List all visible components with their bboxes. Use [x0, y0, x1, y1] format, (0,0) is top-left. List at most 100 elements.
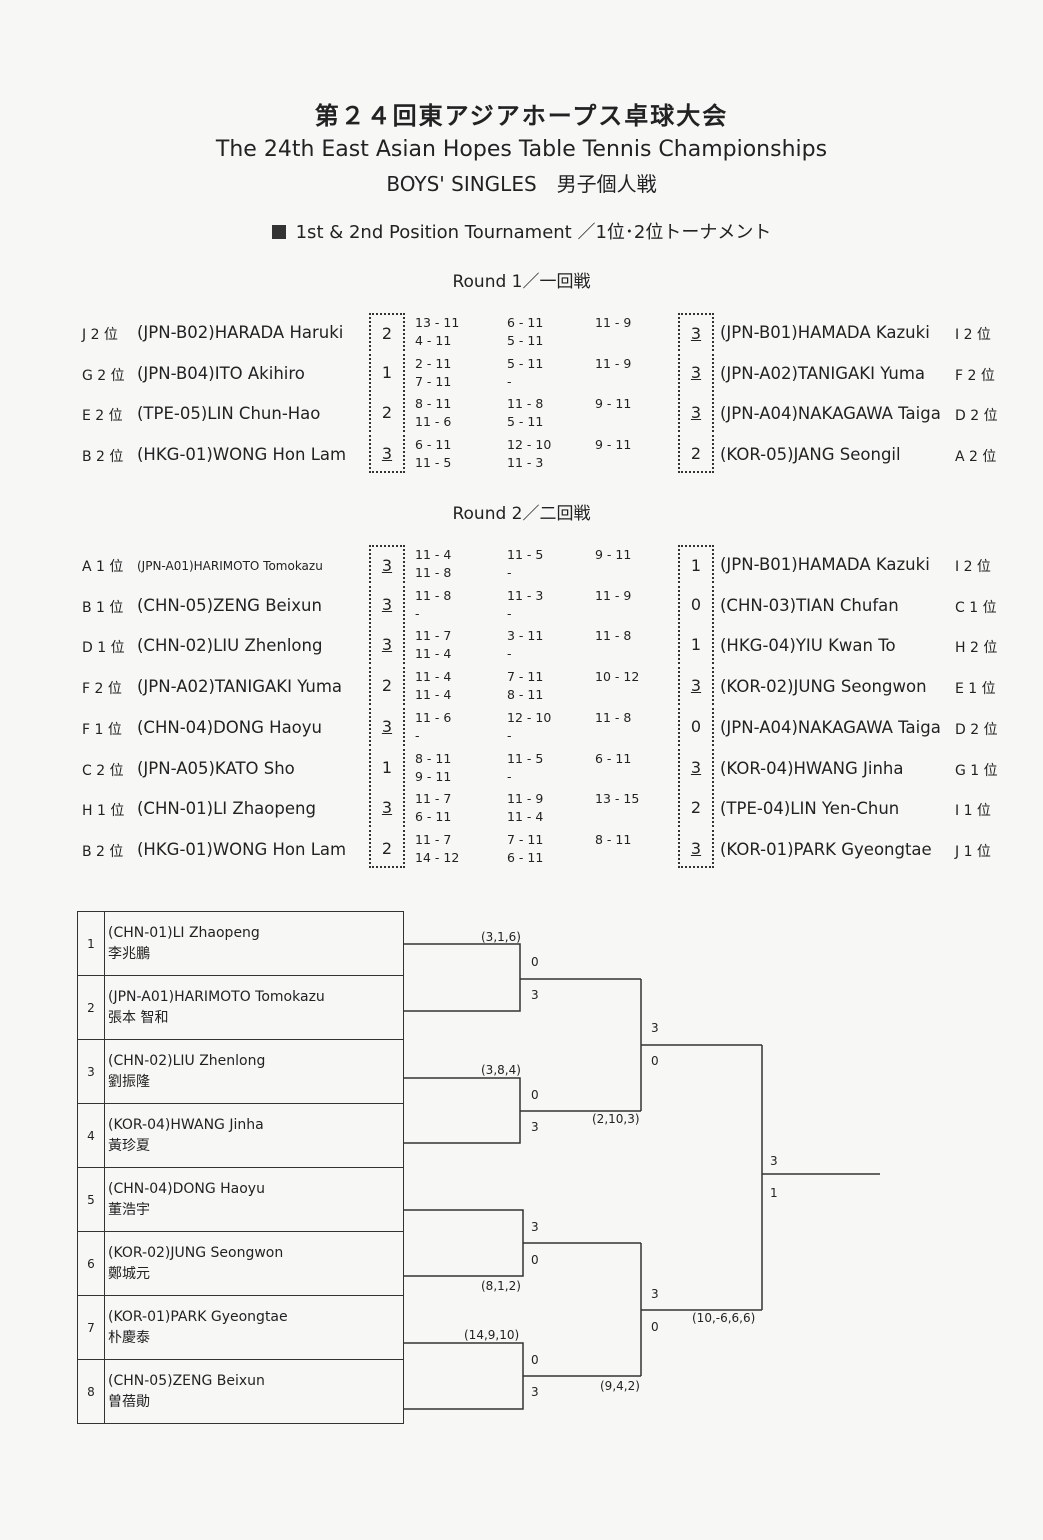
left-games-won: 2: [369, 667, 405, 706]
right-seed: E 1 位: [955, 681, 996, 698]
sf1-game-scores: (2,10,3): [592, 1112, 640, 1126]
bracket-player-kanji: 朴慶泰: [108, 1329, 150, 1346]
game-score: 11 - 6: [415, 414, 452, 430]
left-games-won: 2: [369, 394, 405, 433]
bracket-player-name: (KOR-02)JUNG Seongwon: [108, 1244, 284, 1261]
game-score: 11 - 4: [415, 687, 452, 703]
left-player-name: (CHN-05)ZENG Beixun: [137, 595, 322, 615]
left-games-value: 1: [381, 362, 393, 382]
qf4-score-bottom: 3: [531, 1385, 539, 1399]
right-games-won: 3: [678, 394, 714, 433]
bracket-player-cell: (CHN-04)DONG Haoyu 董浩宇: [104, 1167, 404, 1232]
right-games-value: 3: [690, 757, 702, 777]
game-score: 14 - 12: [415, 849, 460, 865]
left-games-value: 3: [381, 635, 393, 655]
game-score: 13 - 15: [595, 791, 640, 807]
bracket-player-kanji: 董浩宇: [108, 1201, 150, 1218]
game-score: 6 - 11: [595, 750, 632, 766]
game-score: 11 - 8: [595, 709, 632, 725]
bracket-player-name: (KOR-04)HWANG Jinha: [108, 1116, 264, 1133]
game-score: 9 - 11: [595, 396, 632, 412]
game-score: 9 - 11: [595, 547, 632, 562]
game-score: 11 - 7: [415, 628, 452, 644]
game-score: 8 - 11: [507, 687, 544, 703]
qf4-game-scores: (14,9,10): [464, 1328, 520, 1342]
game-score: 11 - 7: [415, 791, 452, 807]
game-score: -: [415, 605, 420, 621]
bracket-player-name: (CHN-02)LIU Zhenlong: [108, 1052, 266, 1069]
right-player-name: (KOR-01)PARK Gyeongtae: [720, 839, 932, 859]
right-games-won: 2: [678, 789, 714, 828]
game-score: 6 - 11: [415, 809, 452, 825]
left-player-name: (JPN-A01)HARIMOTO Tomokazu: [137, 559, 323, 573]
right-games-won: 3: [678, 748, 714, 787]
bracket-line-qf3-bot: [403, 1243, 524, 1277]
left-games-won: 2: [369, 829, 405, 868]
sf2-game-scores: (9,4,2): [600, 1379, 640, 1393]
game-score: 11 - 9: [595, 315, 632, 330]
bracket-line-qf2-top: [403, 1077, 521, 1111]
right-player-name: (JPN-A02)TANIGAKI Yuma: [720, 363, 926, 383]
left-player-name: (TPE-05)LIN Chun-Hao: [137, 404, 321, 424]
left-seed: C 2 位: [82, 762, 124, 779]
bracket-seed-number: 7: [77, 1295, 105, 1360]
right-seed: I 2 位: [955, 327, 991, 343]
bracket-seed-number: 3: [77, 1039, 105, 1104]
event-subtitle: BOYS' SINGLES 男子個人戦: [386, 172, 657, 196]
game-score: 11 - 4: [415, 547, 452, 562]
right-player-name: (KOR-02)JUNG Seongwon: [720, 677, 927, 697]
game-score: 11 - 9: [595, 355, 632, 371]
left-games-won: 3: [369, 585, 405, 624]
final-score-top: 3: [770, 1154, 778, 1168]
game-score: -: [507, 768, 512, 784]
right-player-name: (JPN-A04)NAKAGAWA Taiga: [720, 404, 941, 424]
game-score: -: [507, 565, 512, 580]
game-score: 12 - 10: [507, 437, 552, 453]
qf3-game-scores: (8,1,2): [481, 1279, 521, 1293]
game-score: 8 - 11: [415, 750, 452, 766]
game-score: 11 - 5: [507, 547, 544, 562]
left-games-value: 3: [381, 556, 393, 575]
sf1-score-bottom: 0: [651, 1054, 659, 1068]
game-score: 12 - 10: [507, 709, 552, 725]
right-player-name: (KOR-04)HWANG Jinha: [720, 758, 904, 778]
right-player-name: (JPN-B01)HAMADA Kazuki: [720, 323, 930, 342]
sf2-score-top: 3: [651, 1287, 659, 1301]
game-score: 11 - 9: [507, 791, 544, 807]
left-games-value: 2: [381, 676, 393, 696]
right-games-value: 3: [690, 403, 702, 423]
bracket-line-qf4-bot: [403, 1376, 524, 1410]
final-score-bottom: 1: [770, 1186, 778, 1200]
left-player-name: (CHN-01)LI Zhaopeng: [137, 799, 316, 819]
right-player-name: (JPN-A04)NAKAGAWA Taiga: [720, 717, 941, 737]
qf3-score-top: 3: [531, 1220, 539, 1234]
bracket-player-name: (CHN-01)LI Zhaopeng: [108, 924, 260, 941]
round-2-title: Round 2／二回戦: [452, 504, 591, 524]
bracket-player-name: (CHN-04)DONG Haoyu: [108, 1180, 265, 1197]
game-score: 7 - 11: [415, 373, 452, 389]
game-score: 5 - 11: [507, 333, 544, 348]
game-score: 4 - 11: [415, 333, 452, 348]
right-games-won: 3: [678, 353, 714, 392]
game-score: 11 - 5: [415, 455, 452, 471]
game-score: 5 - 11: [507, 355, 544, 371]
left-games-won: 3: [369, 435, 405, 474]
right-games-value: 3: [690, 362, 702, 382]
right-games-won: 0: [678, 707, 714, 746]
left-seed: B 1 位: [82, 599, 124, 616]
game-score: 7 - 11: [507, 831, 544, 847]
game-score: 8 - 11: [415, 396, 452, 412]
